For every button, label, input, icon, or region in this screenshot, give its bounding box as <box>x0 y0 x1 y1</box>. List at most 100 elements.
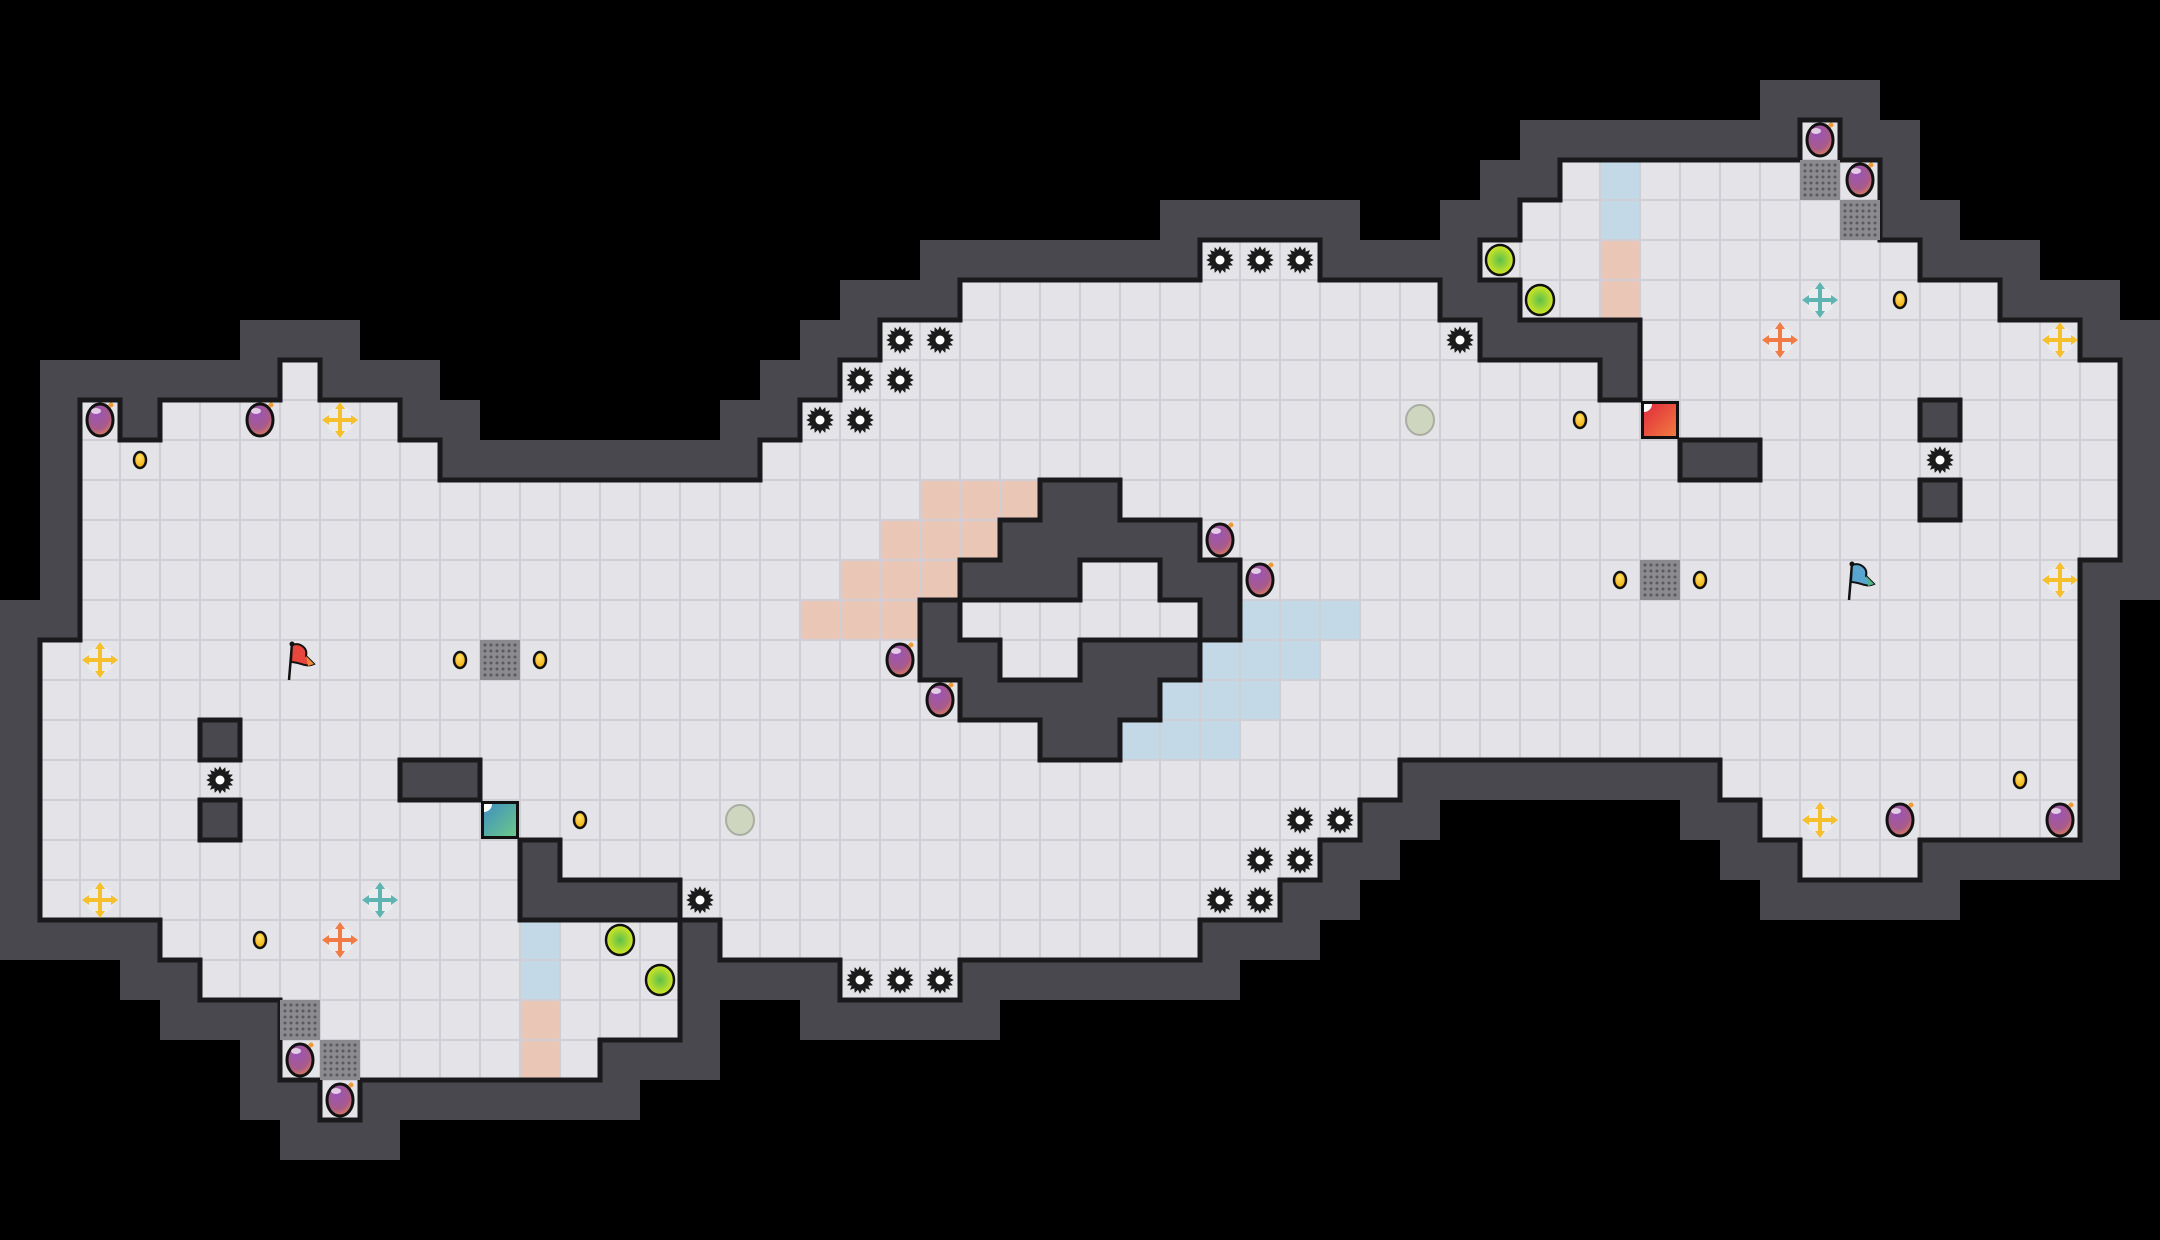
wall-tile <box>120 360 160 400</box>
wall-tile <box>2080 640 2120 680</box>
floor-tile <box>720 680 760 720</box>
floor-tile <box>1560 200 1600 240</box>
coin-icon <box>2012 770 2028 790</box>
floor-tile <box>160 560 200 600</box>
floor-tile <box>400 840 440 880</box>
floor-tile <box>240 880 280 920</box>
floor-tile <box>360 520 400 560</box>
floor-tile <box>1360 600 1400 640</box>
floor-tile <box>1880 440 1920 480</box>
floor-tile <box>720 480 760 520</box>
floor-tile <box>440 560 480 600</box>
floor-tile <box>680 680 720 720</box>
floor-tile <box>120 680 160 720</box>
floor-tile <box>1040 600 1080 640</box>
wall-tile <box>1480 760 1520 800</box>
floor-tile <box>440 520 480 560</box>
floor-tile <box>1960 320 2000 360</box>
wall-tile <box>520 880 560 920</box>
wall-tile <box>120 400 160 440</box>
floor-tile <box>280 560 320 600</box>
floor-tile <box>1680 680 1720 720</box>
peach-zone-tile <box>840 560 880 600</box>
floor-tile <box>840 800 880 840</box>
floor-tile <box>1560 520 1600 560</box>
floor-tile <box>1800 200 1840 240</box>
floor-tile <box>280 520 320 560</box>
wall-tile <box>680 1040 720 1080</box>
floor-tile <box>160 720 200 760</box>
floor-tile <box>1200 280 1240 320</box>
floor-tile <box>1920 360 1960 400</box>
floor-tile <box>760 760 800 800</box>
floor-tile <box>400 920 440 960</box>
wall-tile <box>1080 480 1120 520</box>
spike-icon <box>886 366 914 394</box>
floor-tile <box>1160 920 1200 960</box>
floor-tile <box>1880 840 1920 880</box>
floor-tile <box>1240 280 1280 320</box>
floor-tile <box>200 680 240 720</box>
wall-tile <box>1120 680 1160 720</box>
wall-tile <box>680 920 720 960</box>
wall-tile <box>0 760 40 800</box>
wall-tile <box>600 1040 640 1080</box>
wall-tile <box>2080 320 2120 360</box>
floor-tile <box>1360 720 1400 760</box>
floor-tile <box>200 960 240 1000</box>
floor-tile <box>1360 640 1400 680</box>
floor-tile <box>80 600 120 640</box>
floor-tile <box>440 720 480 760</box>
floor-tile <box>2080 360 2120 400</box>
floor-tile <box>280 880 320 920</box>
peach-zone-tile <box>1600 240 1640 280</box>
floor-tile <box>1160 840 1200 880</box>
spike-icon <box>1446 326 1474 354</box>
wall-tile <box>1320 200 1360 240</box>
floor-tile <box>160 920 200 960</box>
floor-tile <box>1920 680 1960 720</box>
floor-tile <box>1360 440 1400 480</box>
wall-tile <box>800 1000 840 1040</box>
floor-tile <box>600 720 640 760</box>
floor-tile <box>560 640 600 680</box>
floor-tile <box>760 880 800 920</box>
wall-tile <box>320 360 360 400</box>
floor-tile <box>680 720 720 760</box>
floor-tile <box>720 520 760 560</box>
floor-tile <box>80 680 120 720</box>
floor-tile <box>360 960 400 1000</box>
floor-tile <box>2000 480 2040 520</box>
wall-tile <box>680 1000 720 1040</box>
wall-tile <box>1200 960 1240 1000</box>
wall-tile <box>320 320 360 360</box>
floor-tile <box>1320 640 1360 680</box>
wall-tile <box>40 560 80 600</box>
floor-tile <box>640 680 680 720</box>
blue-zone-tile <box>1240 640 1280 680</box>
floor-tile <box>960 760 1000 800</box>
floor-tile <box>1720 560 1760 600</box>
floor-tile <box>360 800 400 840</box>
wall-tile <box>1920 480 1960 520</box>
wall-tile <box>80 920 120 960</box>
bomb-icon <box>2045 802 2075 838</box>
floor-tile <box>320 680 360 720</box>
floor-tile <box>640 1000 680 1040</box>
wall-tile <box>1400 240 1440 280</box>
bomb-icon <box>1245 562 1275 598</box>
blue-zone-tile <box>1600 200 1640 240</box>
orange-move-arrows-icon <box>1762 322 1798 358</box>
pale-orb-icon <box>725 804 755 836</box>
floor-tile <box>800 840 840 880</box>
floor-tile <box>1880 640 1920 680</box>
floor-tile <box>1840 800 1880 840</box>
floor-tile <box>1320 320 1360 360</box>
floor-tile <box>880 480 920 520</box>
floor-tile <box>520 720 560 760</box>
floor-tile <box>1800 600 1840 640</box>
floor-tile <box>40 640 80 680</box>
floor-tile <box>1160 360 1200 400</box>
green-orb-icon <box>644 963 676 997</box>
floor-tile <box>760 680 800 720</box>
